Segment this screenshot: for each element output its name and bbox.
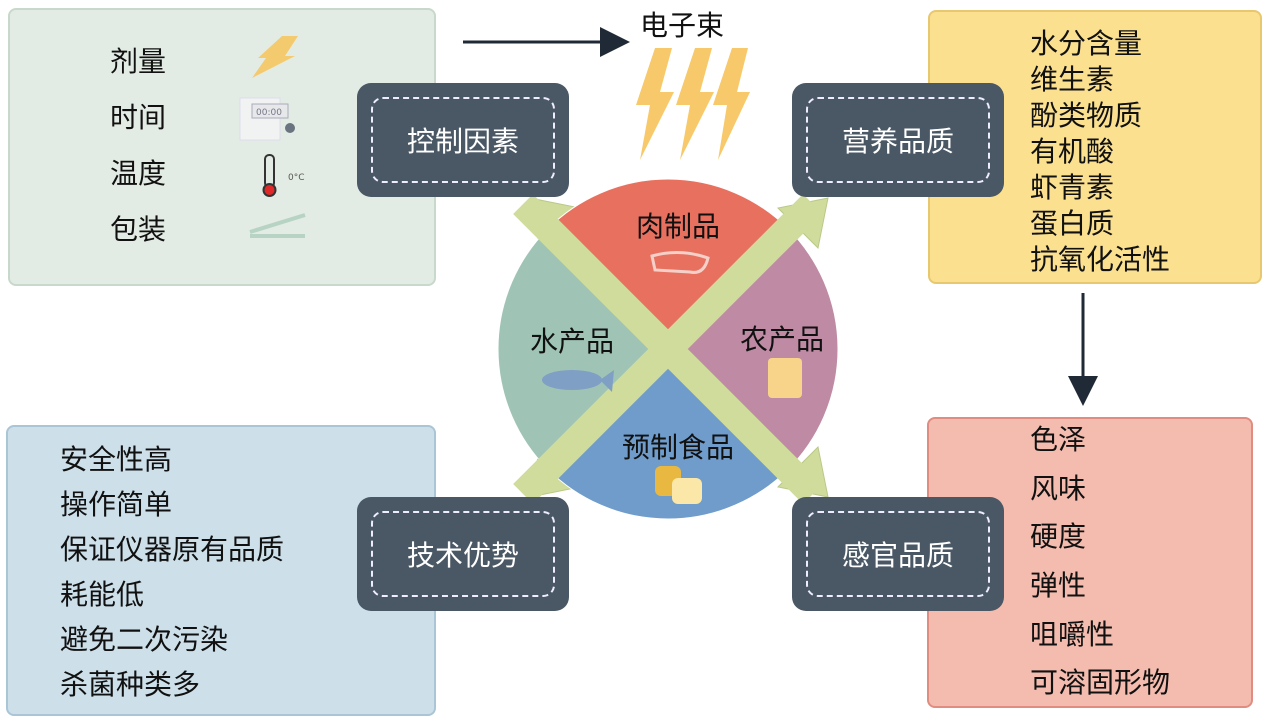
list-item: 风味 <box>1030 472 1087 505</box>
lightning-icon <box>636 48 750 160</box>
sector-meat-label: 肉制品 <box>636 210 721 243</box>
list-item: 水分含量 <box>1030 27 1143 60</box>
list-item: 弹性 <box>1030 569 1087 602</box>
list-item: 杀菌种类多 <box>60 668 201 701</box>
list-item: 酚类物质 <box>1030 99 1143 132</box>
sector-agri <box>667 228 839 470</box>
list-item: 剂量 <box>110 45 167 78</box>
icon-timer: 00:00 <box>239 97 295 141</box>
list-item: 蛋白质 <box>1030 207 1115 240</box>
fish-icon <box>542 370 602 390</box>
sector-prepared-label: 预制食品 <box>622 431 735 464</box>
list-item: 保证仪器原有品质 <box>60 533 285 566</box>
sensory-quality-label: 感官品质 <box>792 497 1004 611</box>
tech-advantages-label: 技术优势 <box>357 497 569 611</box>
sector-aquatic <box>497 228 669 470</box>
list-item: 色泽 <box>1030 423 1087 456</box>
control-factors-label: 控制因素 <box>357 83 569 197</box>
list-item: 虾青素 <box>1030 171 1115 204</box>
packaging-icon <box>249 213 306 238</box>
list-item: 维生素 <box>1030 63 1115 96</box>
sector-prepared <box>547 348 789 520</box>
list-item: 可溶固形物 <box>1030 666 1171 699</box>
list-item: 耗能低 <box>60 578 145 611</box>
list-item: 抗氧化活性 <box>1030 243 1171 276</box>
svg-text:00:00: 00:00 <box>256 108 282 118</box>
dose-lightning-icon <box>252 36 298 78</box>
list-item: 避免二次污染 <box>60 623 229 656</box>
sector-meat <box>547 178 789 350</box>
list-item: 咀嚼性 <box>1030 618 1115 651</box>
list-item: 操作简单 <box>60 488 173 521</box>
list-item: 温度 <box>110 157 167 190</box>
list-item: 时间 <box>110 101 167 134</box>
sector-aquatic-label: 水产品 <box>530 325 615 358</box>
nutrition-quality-label: 营养品质 <box>792 83 1004 197</box>
list-item: 硬度 <box>1030 520 1087 553</box>
cross-band <box>513 194 823 504</box>
fish-tail <box>600 370 614 392</box>
bread-slice <box>672 478 702 504</box>
electron-beam-title: 电子束 <box>640 9 725 42</box>
list-item: 有机酸 <box>1030 135 1115 168</box>
list-item: 包装 <box>110 213 167 246</box>
sector-agri-label: 农产品 <box>740 323 825 356</box>
svg-text:0°C: 0°C <box>288 173 305 183</box>
thermometer-icon: 0°C <box>262 154 305 197</box>
meat-icon <box>650 251 710 274</box>
flour-bag-icon <box>768 358 802 398</box>
list-item: 安全性高 <box>60 443 173 476</box>
